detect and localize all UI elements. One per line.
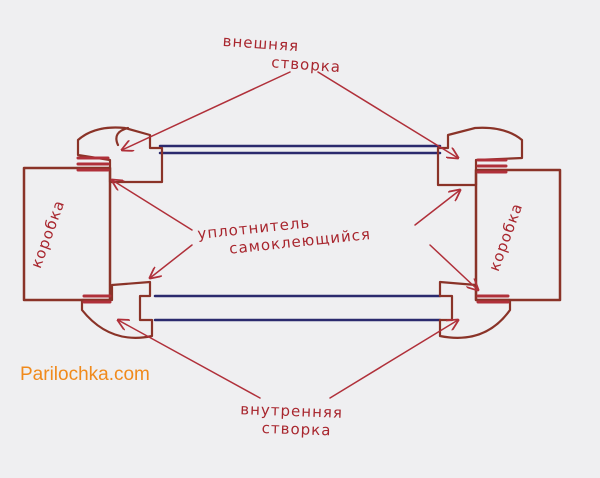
arrows: [112, 71, 478, 399]
inner-sash-label: внутренняя створка: [239, 400, 343, 440]
left-frame: [22, 166, 112, 302]
glass-lines: [153, 144, 442, 322]
seal-hatching: [76, 156, 510, 304]
sash-profiles: [76, 126, 524, 339]
inner-sash-line2: створка: [261, 418, 332, 440]
right-frame: [474, 168, 562, 302]
site-watermark: Parilochka.com: [20, 364, 150, 385]
inner-sash-line1: внутренняя: [240, 400, 344, 422]
